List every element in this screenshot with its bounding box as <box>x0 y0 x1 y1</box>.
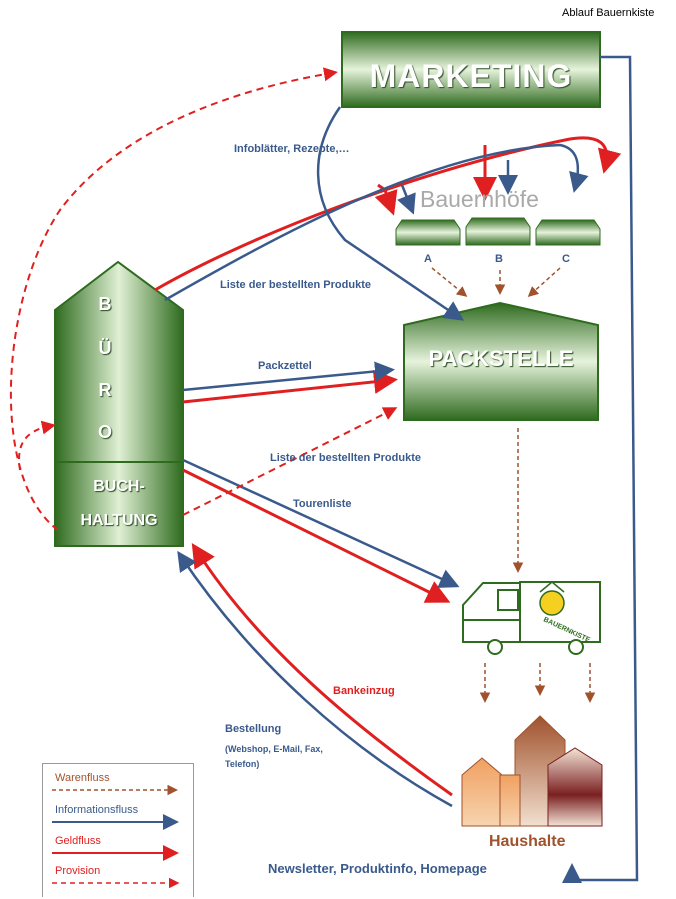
label-tourenliste: Tourenliste <box>293 498 352 510</box>
label-liste-bestellt-1: Liste der bestellten Produkte <box>220 279 371 291</box>
legend-informationsfluss-label: Informationsfluss <box>55 804 139 816</box>
buchhaltung-box <box>54 461 184 547</box>
goods-flow-c <box>527 267 561 298</box>
money-flow-truck <box>182 468 451 603</box>
info-flow-marketing-packstelle <box>316 106 465 321</box>
marketing-box <box>341 31 601 108</box>
buero-letter-b: B <box>98 294 112 314</box>
label-packzettel: Packzettel <box>258 360 312 372</box>
buero-box <box>54 260 184 463</box>
money-flow-buero-farms <box>154 136 622 292</box>
buchhaltung-line2: HALTUNG <box>80 512 158 529</box>
legend-warenfluss-label: Warenfluss <box>55 772 110 784</box>
provision-flow-packstelle <box>18 420 56 471</box>
farm-c-label: C <box>562 253 570 265</box>
label-liste-bestellt-2: Liste der bestellten Produkte <box>270 452 421 464</box>
label-newsletter: Newsletter, Produktinfo, Homepage <box>268 861 487 876</box>
money-flow-packstelle <box>182 369 398 404</box>
info-flow-tourenliste <box>182 458 460 588</box>
label-bestellung-detail1: (Webshop, E-Mail, Fax, <box>225 744 323 754</box>
bauernhoefe-title: Bauernhöfe <box>420 186 539 212</box>
document-title: Ablauf Bauernkiste <box>562 7 655 19</box>
farm-b-shape <box>465 217 531 246</box>
households-icon <box>461 715 603 827</box>
provision-flow-marketing <box>10 67 338 531</box>
label-infoblaetter: Infoblätter, Rezepte,… <box>234 143 350 155</box>
info-flow-buero-farms <box>164 143 589 302</box>
legend-provision-label: Provision <box>55 865 101 877</box>
info-flow-bestellung <box>177 550 453 808</box>
delivery-truck-icon <box>462 581 601 655</box>
money-flow-to-farm-a <box>374 183 398 216</box>
buero-letter-ue: Ü <box>98 338 112 358</box>
farm-a-shape <box>395 219 461 246</box>
farm-b-label: B <box>495 253 503 265</box>
buchhaltung-line1: BUCH- <box>93 478 145 495</box>
label-bestellung-detail2: Telefon) <box>225 759 260 769</box>
legend: Warenfluss Informationsfluss Geldfluss P… <box>42 763 194 897</box>
packstelle-box <box>403 301 599 421</box>
buero-letter-o: O <box>97 422 112 442</box>
goods-flow-a <box>431 267 468 297</box>
provision-flow-packstelle-2 <box>182 407 398 516</box>
marketing-title: MARKETING <box>369 58 573 94</box>
info-flow-marketing-households <box>562 55 639 883</box>
farm-a-label: A <box>424 253 432 265</box>
buero-letter-r: R <box>98 380 112 400</box>
label-bankeinzug: Bankeinzug <box>333 685 395 697</box>
haushalte-title: Haushalte <box>489 833 566 850</box>
money-flow-bankeinzug <box>191 542 453 797</box>
label-bestellung: Bestellung <box>225 723 282 735</box>
info-flow-packzettel <box>182 361 395 392</box>
packstelle-title: PACKSTELLE <box>428 346 574 371</box>
farm-c-shape <box>535 219 601 246</box>
info-flow-to-farm-a <box>397 184 416 215</box>
legend-geldfluss-label: Geldfluss <box>55 835 101 847</box>
